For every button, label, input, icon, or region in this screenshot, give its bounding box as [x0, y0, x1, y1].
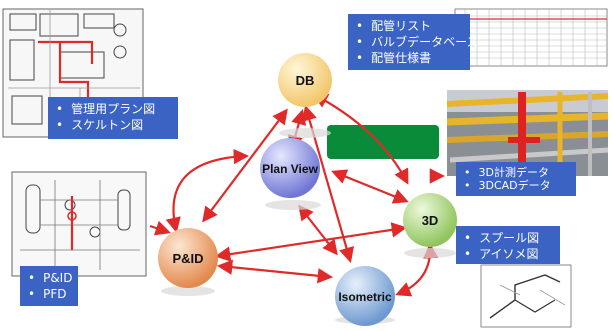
node-plan-view: Plan View: [260, 138, 320, 198]
callout-item: PFD: [28, 286, 70, 302]
node-3d: 3D: [403, 193, 457, 247]
isometric-drawing-thumbnail: [480, 264, 572, 328]
arrow-planview-pid: [165, 148, 250, 234]
callout-spool-iso: スプール図 アイソメ図: [456, 226, 560, 264]
callout-item: スプール図: [464, 230, 552, 246]
node-plan-view-label: Plan View: [262, 162, 318, 176]
arrow-planview-3d: [331, 169, 409, 204]
arrow-pid-3d: [214, 222, 408, 262]
green-highlight-box: [327, 125, 439, 159]
callout-item: アイソメ図: [464, 246, 552, 262]
callout-item: 配管リスト: [356, 18, 462, 34]
pid-drawing-thumbnail: [11, 171, 147, 277]
callout-plan-drawings: 管理用プラン図 スケルトン図: [48, 97, 178, 139]
callout-item: 配管仕様書: [356, 50, 462, 66]
arrow-planview-isometric: [298, 204, 338, 256]
node-isometric: Isometric: [335, 266, 395, 326]
callout-item: 3DCADデータ: [464, 179, 568, 192]
node-db: DB: [278, 53, 332, 107]
callout-3d-data: 3D計測データ 3DCADデータ: [456, 162, 576, 196]
callout-item: 管理用プラン図: [56, 101, 170, 117]
node-isometric-label: Isometric: [338, 290, 392, 304]
callout-pipe-data: 配管リスト バルブデータベース 配管仕様書: [348, 14, 478, 70]
arrow-pid-thumb-to-pid: [149, 220, 171, 236]
node-3d-label: 3D: [422, 213, 439, 228]
callout-pid-pfd: P&ID PFD: [20, 266, 78, 306]
node-pid: P&ID: [158, 228, 218, 288]
callout-item: P&ID: [28, 270, 72, 286]
callout-item: スケルトン図: [56, 117, 170, 133]
node-db-label: DB: [296, 73, 315, 88]
callout-item: バルブデータベース: [356, 34, 478, 50]
node-pid-label: P&ID: [172, 251, 203, 266]
callout-item: 3D計測データ: [464, 166, 568, 179]
arrow-pid-isometric: [216, 259, 334, 284]
